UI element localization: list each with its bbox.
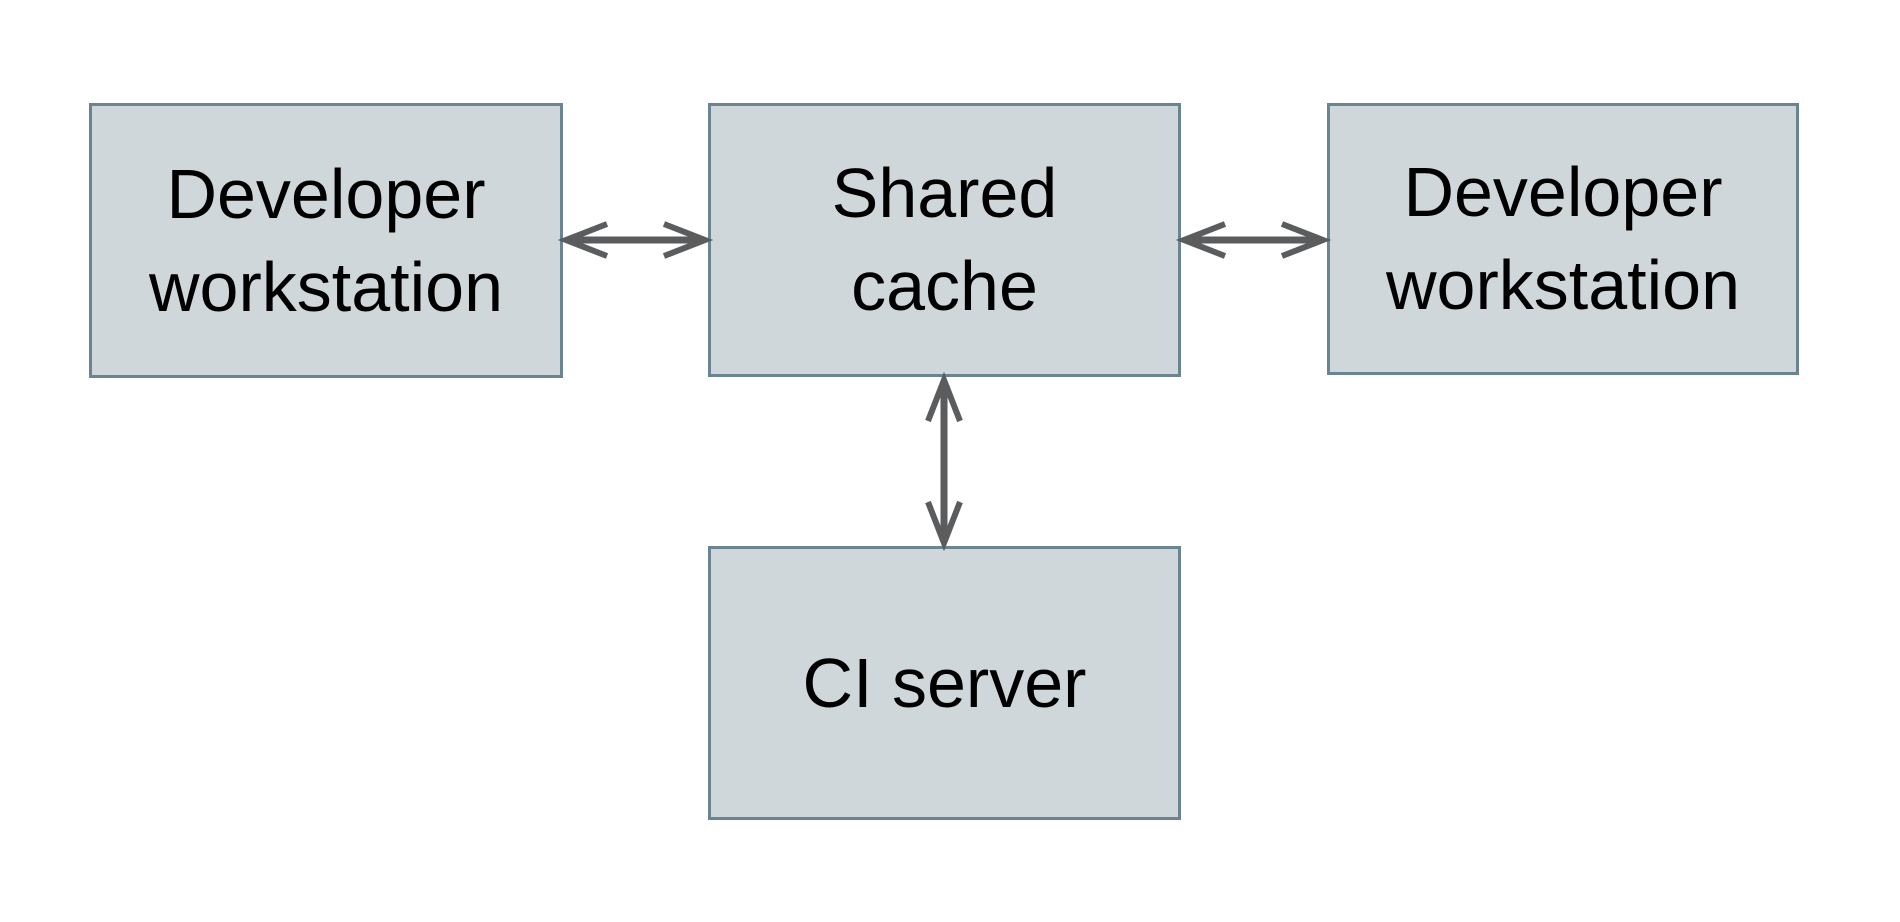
node-developer-workstation-left: Developer workstation (89, 103, 563, 378)
node-label-ci-server: CI server (802, 643, 1087, 722)
node-shared-cache: Shared cache (708, 103, 1181, 377)
node-label-shared-cache: Shared cache (831, 154, 1058, 325)
node-label-developer-workstation-left: Developer workstation (148, 154, 504, 326)
node-ci-server: CI server (708, 546, 1181, 820)
bidirectional-arrow-cache-right (1175, 221, 1332, 259)
node-developer-workstation-right: Developer workstation (1327, 103, 1799, 375)
node-label-developer-workstation-right: Developer workstation (1385, 153, 1741, 324)
bidirectional-arrow-cache-ci (925, 371, 963, 552)
bidirectional-arrow-left-cache (557, 221, 714, 259)
